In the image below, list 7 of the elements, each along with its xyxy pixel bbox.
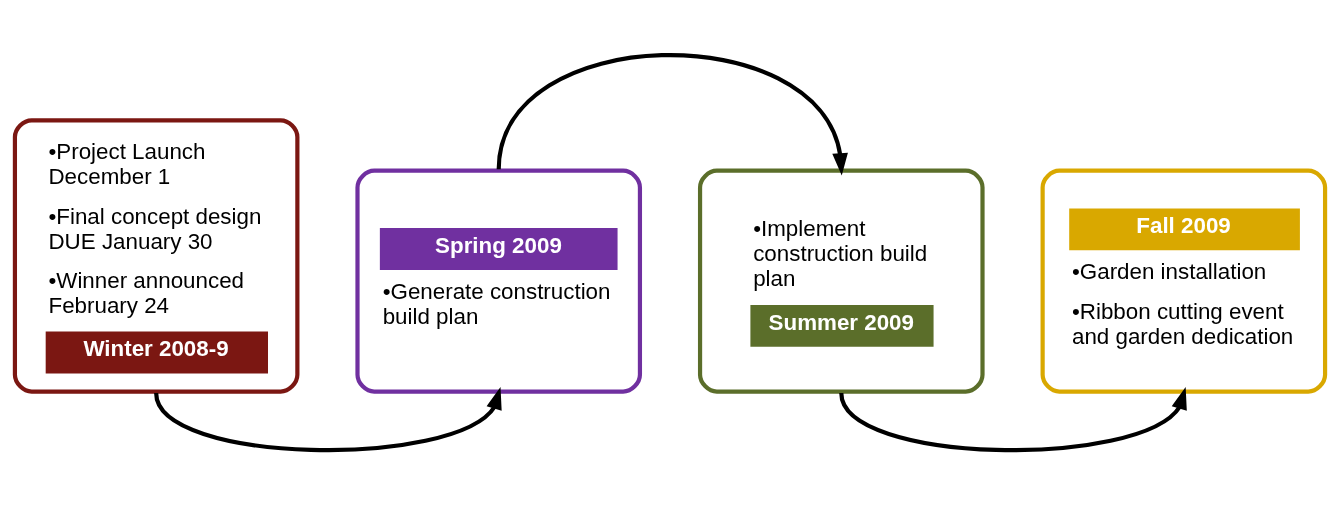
node-box: •Project Launch December 1 •Final concept design DUE January 30 •Winner announced February 24 Winter 2008-9: [12, 118, 300, 394]
node-box: •Implement construction build plan Summer 2009: [697, 168, 985, 394]
arrow: [496, 53, 848, 176]
arrow: [839, 386, 1187, 452]
arrow: [154, 386, 502, 452]
node-box: Spring 2009 •Generate construction build plan: [355, 168, 643, 394]
node-box: Fall 2009 •Garden installation •Ribbon cutting event and garden dedication: [1040, 168, 1328, 394]
